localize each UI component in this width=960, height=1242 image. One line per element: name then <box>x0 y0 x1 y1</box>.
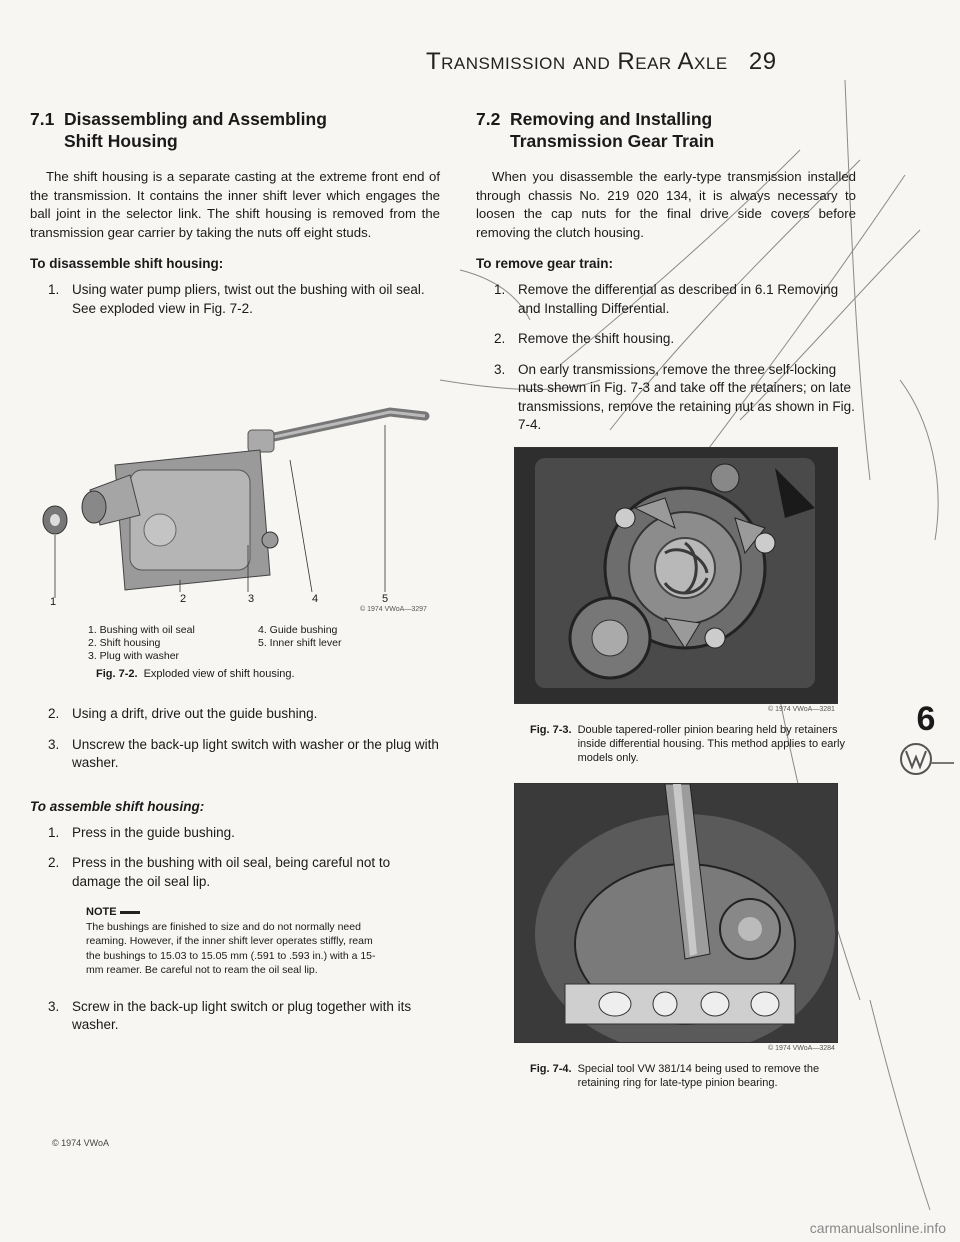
list-item: 3. Unscrew the back-up light switch with… <box>48 736 439 771</box>
note-title: NOTE <box>86 905 386 920</box>
chapter-tab: 6 <box>896 700 956 784</box>
list-item: 3. On early transmissions, remove the th… <box>494 361 855 433</box>
legend-item: 5. Inner shift lever <box>258 637 342 649</box>
callout-5: 5 <box>382 593 389 605</box>
figure-7-2: 1 2 3 4 5 © 1974 VWoA—3297 <box>30 330 440 613</box>
intro-paragraph: When you disassemble the early-type tran… <box>476 169 856 240</box>
page-number: 29 <box>748 48 777 75</box>
right-column: 7.2 Removing and Installing Transmission … <box>476 108 856 1090</box>
list-item: 1. Press in the guide bushing. <box>48 824 235 840</box>
note-box: NOTE The bushings are finished to size a… <box>86 905 386 978</box>
figure-label: Fig. 7-4. <box>530 1062 572 1075</box>
list-item: 2. Using a drift, drive out the guide bu… <box>48 706 318 721</box>
callout-1: 1 <box>50 596 57 608</box>
list-item: 3. Screw in the back-up light switch or … <box>48 998 412 1033</box>
legend-item: 4. Guide bushing <box>258 624 338 636</box>
section-number: 7.1 <box>30 109 55 129</box>
assemble-steps: 1. Press in the guide bushing. 2. Press … <box>30 824 440 892</box>
page-header: Transmission and Rear Axle 29 <box>426 48 866 76</box>
section-title-line1: Disassembling and Assembling <box>64 109 327 129</box>
list-item: 2. Press in the bushing with oil seal, b… <box>48 855 391 889</box>
figure-legend: 1. Bushing with oil seal 4. Guide bushin… <box>88 624 440 663</box>
section-title-line2: Shift Housing <box>64 131 178 151</box>
figure-caption: Fig. 7-4.Special tool VW 381/14 being us… <box>530 1062 820 1089</box>
remove-heading: To remove gear train: <box>476 256 614 271</box>
disassemble-heading: To disassemble shift housing: <box>30 256 224 271</box>
disassemble-steps-part1: 1. Using water pump pliers, twist out th… <box>30 281 440 318</box>
intro-paragraph: The shift housing is a separate casting … <box>30 169 440 240</box>
watermark: carmanualsonline.info <box>809 1220 946 1236</box>
section-number: 7.2 <box>476 109 501 129</box>
remove-steps: 1. Remove the differential as described … <box>476 281 856 435</box>
assemble-steps-final: 3. Screw in the back-up light switch or … <box>30 998 440 1035</box>
figure-caption: Fig. 7-2.Exploded view of shift housing. <box>96 668 295 680</box>
callout-4: 4 <box>312 593 319 605</box>
section-heading-7-2: 7.2 Removing and Installing Transmission … <box>476 108 856 152</box>
list-item: 1. Using water pump pliers, twist out th… <box>48 282 425 316</box>
callout-3: 3 <box>248 593 255 605</box>
disassemble-steps-part2: 2. Using a drift, drive out the guide bu… <box>30 705 440 773</box>
legend-item: 3. Plug with washer <box>88 650 180 662</box>
footer-credit: © 1974 VWoA <box>52 1138 109 1148</box>
note-text: The bushings are finished to size and do… <box>86 920 376 977</box>
left-column: 7.1 Disassembling and Assembling Shift Ho… <box>30 108 440 1047</box>
legend-item <box>258 650 428 663</box>
list-item: 2. Remove the shift housing. <box>494 331 675 346</box>
figure-label: Fig. 7-2. <box>96 668 138 680</box>
running-title: Transmission and Rear Axle <box>426 48 728 75</box>
figure-7-4-photo <box>514 782 838 1043</box>
figure-label: Fig. 7-3. <box>530 723 572 736</box>
section-title-line1: Removing and Installing <box>510 109 713 129</box>
list-item: 1. Remove the differential as described … <box>494 282 839 316</box>
figure-caption: Fig. 7-3.Double tapered-roller pinion be… <box>530 723 845 764</box>
chapter-number: 6 <box>916 700 936 738</box>
vw-logo-icon <box>900 743 954 775</box>
figure-credit: © 1974 VWoA—3281 <box>768 705 835 713</box>
section-heading-7-1: 7.1 Disassembling and Assembling Shift Ho… <box>30 108 440 152</box>
assemble-heading: To assemble shift housing: <box>30 798 205 814</box>
legend-item: 2. Shift housing <box>88 637 161 649</box>
legend-item: 1. Bushing with oil seal <box>88 624 195 636</box>
section-title-line2: Transmission Gear Train <box>510 131 715 151</box>
figure-credit: © 1974 VWoA—3297 <box>360 606 427 613</box>
callout-2: 2 <box>180 593 187 605</box>
figure-credit: © 1974 VWoA—3284 <box>768 1044 835 1052</box>
figure-7-3-photo <box>514 446 838 704</box>
shift-housing-illustration <box>42 407 430 598</box>
